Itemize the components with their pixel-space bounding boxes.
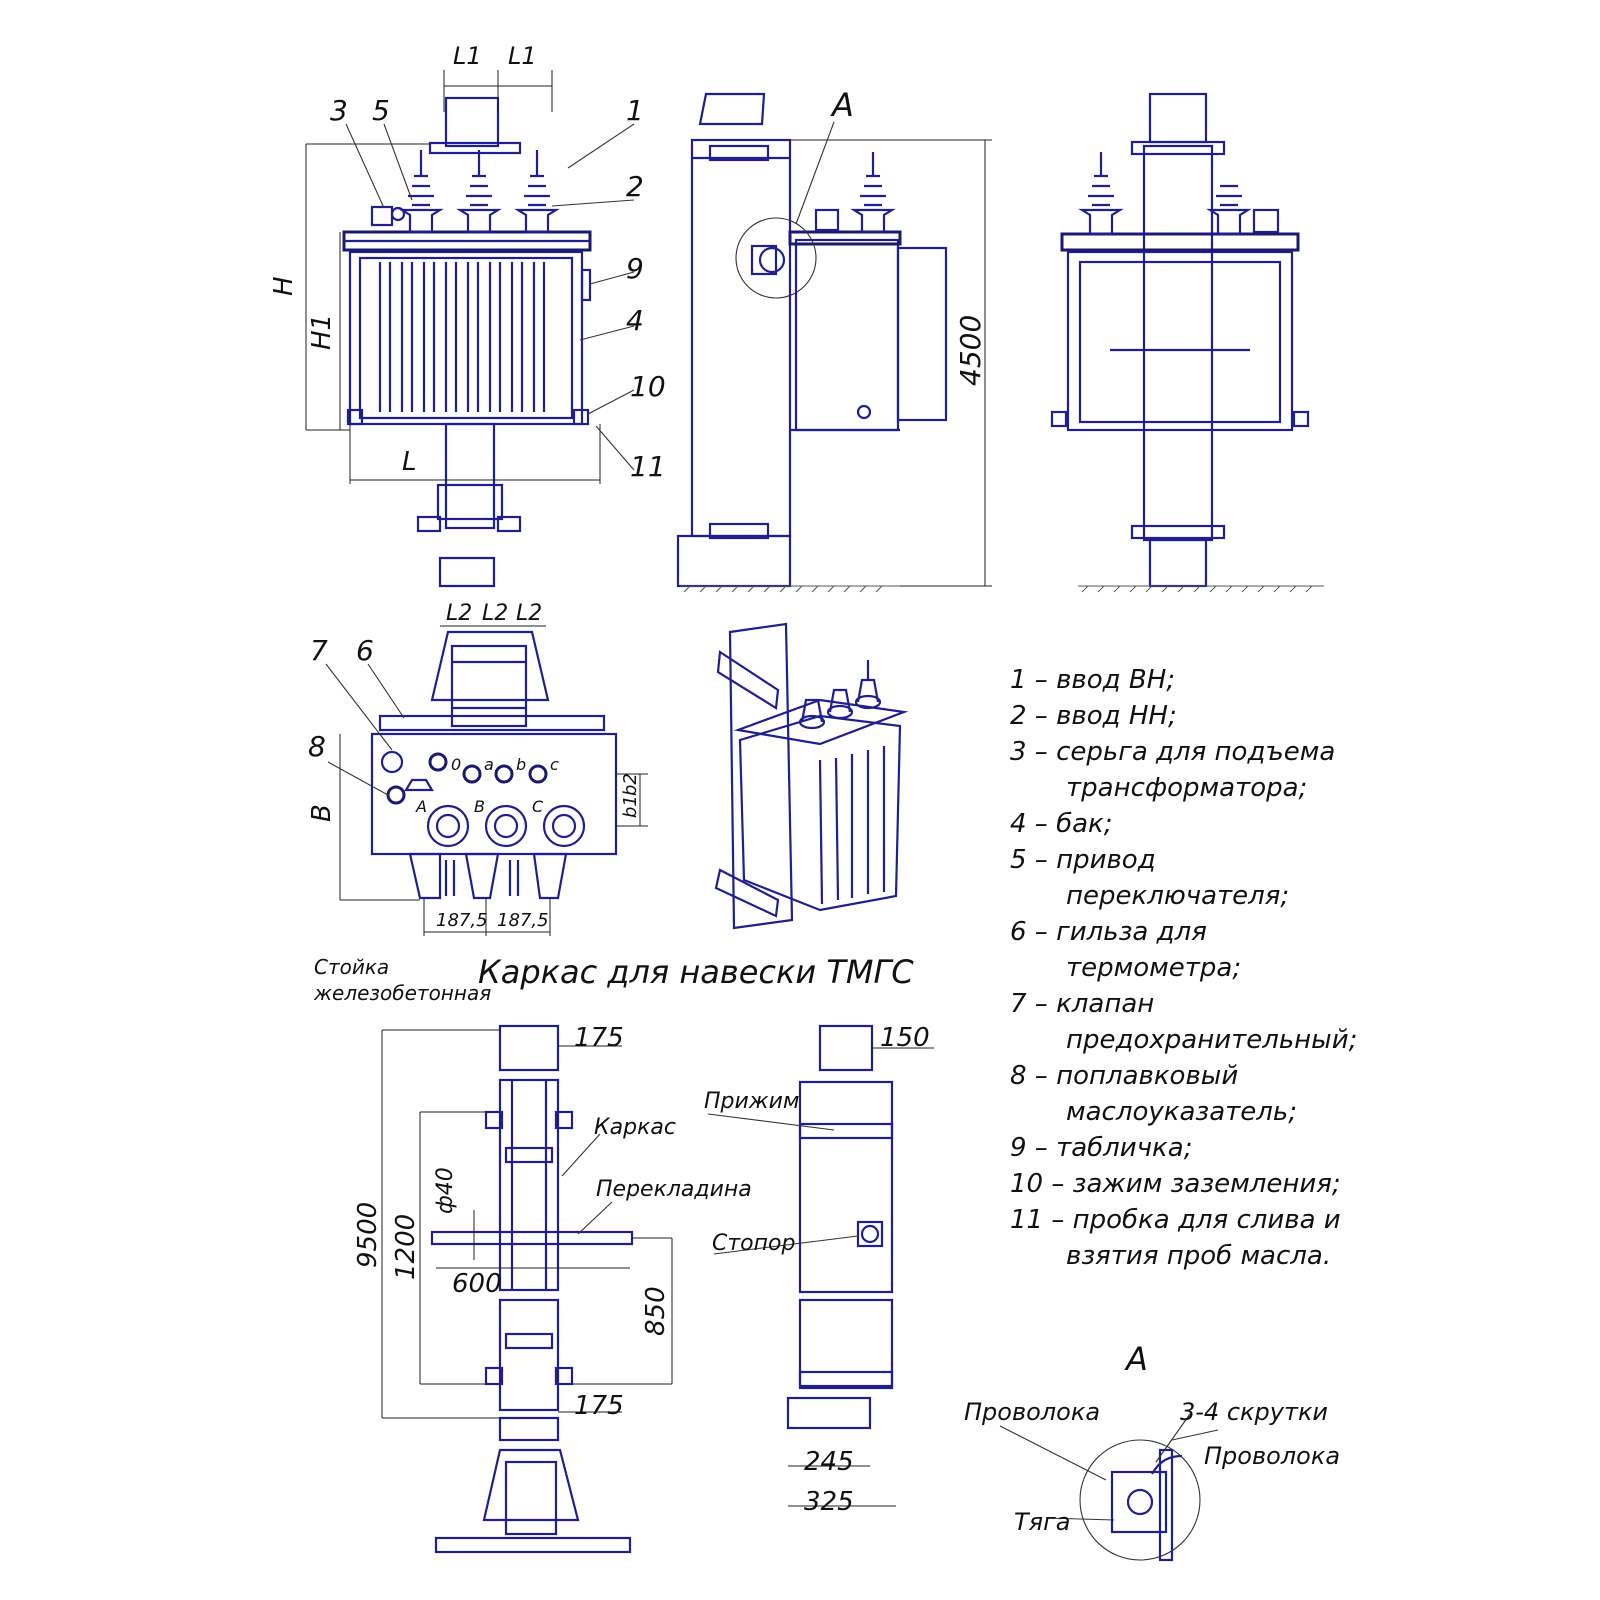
legend: 1 – ввод ВН; 2 – ввод НН; 3 – серьга для п… — [1010, 662, 1370, 1274]
legend-row: взятия проб масла. — [1066, 1241, 1332, 1271]
phase-0: 0 — [451, 755, 461, 774]
legend-row: 4 – бак; — [1010, 809, 1113, 839]
legend-row: предохранительный; — [1066, 1025, 1358, 1055]
plan-view — [370, 630, 618, 900]
callout-10: 10 — [630, 370, 666, 403]
callout-4: 4 — [626, 304, 644, 337]
dim-175-bottom: 175 — [574, 1391, 624, 1421]
legend-row: 8 – поплавковый — [1010, 1061, 1239, 1091]
dim-600: 600 — [452, 1269, 502, 1299]
dim-4500: 4500 — [954, 315, 987, 386]
dim-L2-b: L2 — [482, 601, 508, 626]
callout-7: 7 — [310, 634, 328, 667]
dim-325: 325 — [804, 1487, 854, 1517]
callout-6: 6 — [356, 634, 374, 667]
legend-row: переключателя; — [1066, 881, 1290, 911]
frame-title: Каркас для навески ТМГС — [478, 953, 914, 991]
rod-label: Тяга — [1014, 1508, 1070, 1536]
dim-187-5-right: 187,5 — [497, 910, 549, 931]
legend-row: 10 – зажим заземления; — [1010, 1169, 1341, 1199]
frame-side-view — [786, 1024, 934, 1507]
dim-L2-a: L2 — [446, 601, 472, 626]
legend-row: 3 – серьга для подъема — [1010, 737, 1336, 767]
legend-row: маслоуказатель; — [1066, 1097, 1297, 1127]
dim-L1-left: L1 — [453, 42, 482, 70]
frame-label: Каркас — [594, 1115, 676, 1140]
dim-150: 150 — [880, 1023, 930, 1053]
crossbar-label: Перекладина — [596, 1177, 752, 1202]
dim-9500: 9500 — [353, 1202, 383, 1268]
clamp-label: Прижим — [704, 1089, 800, 1114]
legend-row: трансформатора; — [1066, 773, 1308, 803]
front-view — [342, 96, 592, 588]
frame-front-view — [381, 1024, 673, 1554]
legend-row: 6 – гильза для — [1010, 917, 1207, 947]
legend-row: 7 – клапан — [1010, 989, 1155, 1019]
dim-b1: b1 — [620, 795, 641, 818]
dim-245: 245 — [804, 1447, 854, 1477]
dim-L2-c: L2 — [516, 601, 542, 626]
dim-L1-right: L1 — [508, 42, 537, 70]
dim-L: L — [402, 447, 417, 477]
side-view — [676, 92, 992, 593]
phase-C: C — [532, 797, 544, 816]
front-dimensions — [305, 70, 648, 936]
legend-row: термометра; — [1066, 953, 1242, 983]
phase-c: c — [550, 755, 559, 774]
dim-b2: b2 — [620, 773, 641, 796]
dim-B: B — [307, 804, 337, 822]
phase-a: a — [484, 755, 494, 774]
dim-187-5-left: 187,5 — [436, 910, 488, 931]
callout-8: 8 — [308, 730, 326, 763]
rear-view — [1050, 92, 1324, 593]
detail-mark-A: А — [1124, 1340, 1148, 1378]
callout-11: 11 — [630, 450, 666, 483]
wire-label-left: Проволока — [964, 1398, 1100, 1426]
callout-1: 1 — [626, 94, 644, 127]
dim-850: 850 — [641, 1286, 671, 1336]
dim-H: H — [269, 276, 299, 296]
wire-label-right: Проволока — [1204, 1442, 1340, 1470]
phase-B: B — [474, 797, 485, 816]
dim-phi40: ф40 — [433, 1167, 458, 1214]
dim-H1: H1 — [307, 314, 337, 350]
legend-row: 11 – пробка для слива и — [1010, 1205, 1341, 1235]
callout-5: 5 — [372, 94, 390, 127]
legend-row: 9 – табличка; — [1010, 1133, 1193, 1163]
isometric-view — [714, 622, 909, 930]
dim-1200: 1200 — [391, 1214, 421, 1280]
callout-3: 3 — [330, 94, 348, 127]
legend-row: 1 – ввод ВН; — [1010, 665, 1176, 695]
dim-175-top: 175 — [574, 1023, 624, 1053]
pole-label: Стойка железобетонная — [313, 955, 491, 1005]
callout-9: 9 — [626, 252, 644, 285]
phase-b: b — [516, 755, 526, 774]
view-mark-A: А — [830, 86, 854, 124]
stopper-label: Стопор — [712, 1231, 795, 1256]
leader-lines — [325, 121, 1219, 1521]
callout-2: 2 — [626, 170, 644, 203]
phase-A: A — [415, 797, 427, 816]
legend-row: 2 – ввод НН; — [1010, 701, 1177, 731]
detail-a — [1079, 1439, 1201, 1562]
legend-row: 5 – привод — [1010, 845, 1156, 875]
twists-label: 3-4 скрутки — [1180, 1398, 1328, 1426]
